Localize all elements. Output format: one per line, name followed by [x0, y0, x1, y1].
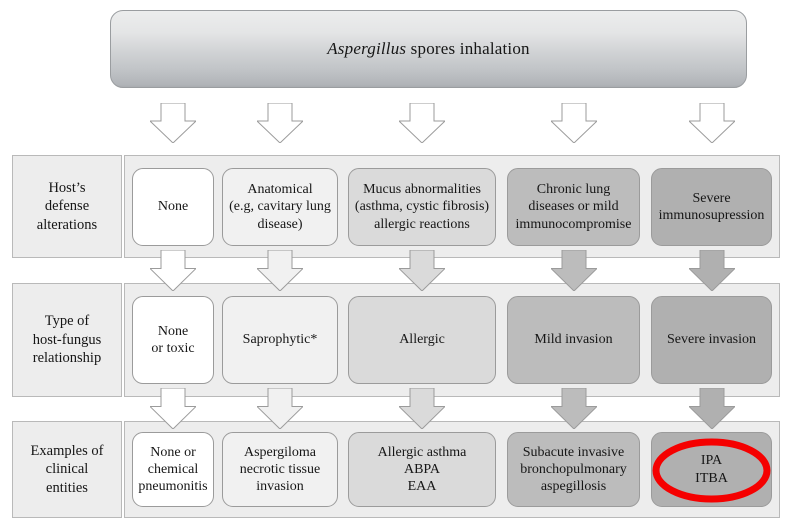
row-label-line: alterations — [36, 216, 98, 233]
row-label-line: Type of — [44, 313, 90, 330]
node-text-line: Severe — [692, 190, 731, 206]
down-arrow-icon-banner-to-row1-c4 — [550, 103, 597, 143]
node-text-line: Anatomical — [247, 182, 313, 198]
node-text-line: immunocompromise — [515, 216, 632, 232]
node-text-line: allergic reactions — [374, 216, 470, 232]
node-text: None — [136, 198, 210, 215]
down-arrow-icon-row1-to-row2-c5 — [688, 250, 735, 291]
node-text-line: Allergic asthma — [377, 444, 467, 460]
down-arrow-icon-banner-to-row1-c5 — [688, 103, 735, 143]
node-text-line: necrotic tissue — [239, 461, 321, 477]
banner-italic-word: Aspergillus — [327, 39, 407, 58]
node-text-line: Mild invasion — [534, 332, 613, 348]
row-label-line: host-fungus — [32, 331, 102, 348]
node-r2-c4[interactable]: Mild invasion — [507, 296, 640, 384]
node-text-line: (asthma, cystic fibrosis) — [354, 199, 490, 215]
row-label-line: Examples of — [30, 442, 104, 459]
banner-title: Aspergillus spores inhalation — [327, 39, 530, 59]
node-text: None or toxic — [136, 323, 210, 357]
node-r1-c5[interactable]: Severe immunosupression — [651, 168, 772, 246]
node-text-line: ABPA — [403, 461, 441, 477]
node-text-line: pneumonitis — [138, 479, 208, 495]
node-text: Mild invasion — [511, 331, 636, 348]
node-text-line: immunosupression — [658, 208, 765, 223]
aspergillus-inhalation-banner: Aspergillus spores inhalation — [110, 10, 747, 88]
node-text-line: None or — [150, 444, 196, 460]
node-text: Severe immunosupression — [655, 190, 768, 224]
down-arrow-icon-banner-to-row1-c1 — [150, 103, 196, 143]
row-label-line: Host’s — [48, 179, 86, 196]
node-r2-c5[interactable]: Severe invasion — [651, 296, 772, 384]
node-text-line: None — [157, 323, 189, 339]
node-text: Mucus abnormalities(asthma, cystic fibro… — [352, 181, 492, 232]
node-text-line: diseases or mild — [528, 199, 619, 215]
node-text-line: EAA — [407, 479, 437, 495]
node-text-line: ITBA — [695, 470, 728, 486]
node-text-line: Aspergiloma — [243, 444, 317, 460]
node-text-line: aspegillosis — [540, 479, 607, 495]
down-arrow-icon-row1-to-row2-c4 — [550, 250, 597, 291]
node-text-line: IPA — [700, 453, 723, 469]
node-text-line: disease) — [257, 216, 303, 232]
node-text-line: Allergic — [399, 332, 445, 348]
node-r2-c1[interactable]: None or toxic — [132, 296, 214, 384]
node-text-line: Chronic lung — [536, 182, 611, 198]
node-text-line: or toxic — [151, 341, 195, 356]
node-text-line: Severe invasion — [666, 332, 757, 348]
row-label-line: relationship — [32, 350, 102, 367]
node-text-line: Saprophytic* — [242, 332, 318, 348]
down-arrow-icon-row2-to-row3-c1 — [150, 388, 196, 429]
node-text-line: chemical — [147, 461, 199, 477]
down-arrow-icon-banner-to-row1-c2 — [257, 103, 303, 143]
down-arrow-icon-row2-to-row3-c4 — [550, 388, 597, 429]
down-arrow-icon-banner-to-row1-c3 — [399, 103, 445, 143]
node-text-line: None — [157, 199, 189, 215]
node-text-line: (e.g, cavitary lung — [229, 199, 331, 215]
row-label-line: defense — [44, 198, 90, 215]
node-text: Saprophytic* — [226, 331, 334, 348]
down-arrow-icon-row2-to-row3-c3 — [399, 388, 445, 429]
down-arrow-icon-row1-to-row2-c2 — [257, 250, 303, 291]
node-text: Allergic — [352, 331, 492, 348]
row-label-line: entities — [46, 479, 88, 496]
banner-rest-text: spores inhalation — [406, 39, 530, 58]
node-text-line: Mucus abnormalities — [363, 182, 481, 198]
node-r1-c1[interactable]: None — [132, 168, 214, 246]
node-r1-c3[interactable]: Mucus abnormalities(asthma, cystic fibro… — [348, 168, 496, 246]
down-arrow-icon-row2-to-row3-c5 — [688, 388, 735, 429]
down-arrow-icon-row1-to-row2-c3 — [399, 250, 445, 291]
node-text-line: bronchopulmonary — [520, 461, 627, 477]
node-r2-c3[interactable]: Allergic — [348, 296, 496, 384]
node-text: Severe invasion — [655, 331, 768, 348]
row-label-line: clinical — [45, 461, 89, 478]
node-r2-c2[interactable]: Saprophytic* — [222, 296, 338, 384]
node-text-line: invasion — [256, 479, 304, 495]
down-arrow-icon-row2-to-row3-c2 — [257, 388, 303, 429]
down-arrow-icon-row1-to-row2-c1 — [150, 250, 196, 291]
node-text-line: Subacute invasive — [522, 444, 625, 460]
